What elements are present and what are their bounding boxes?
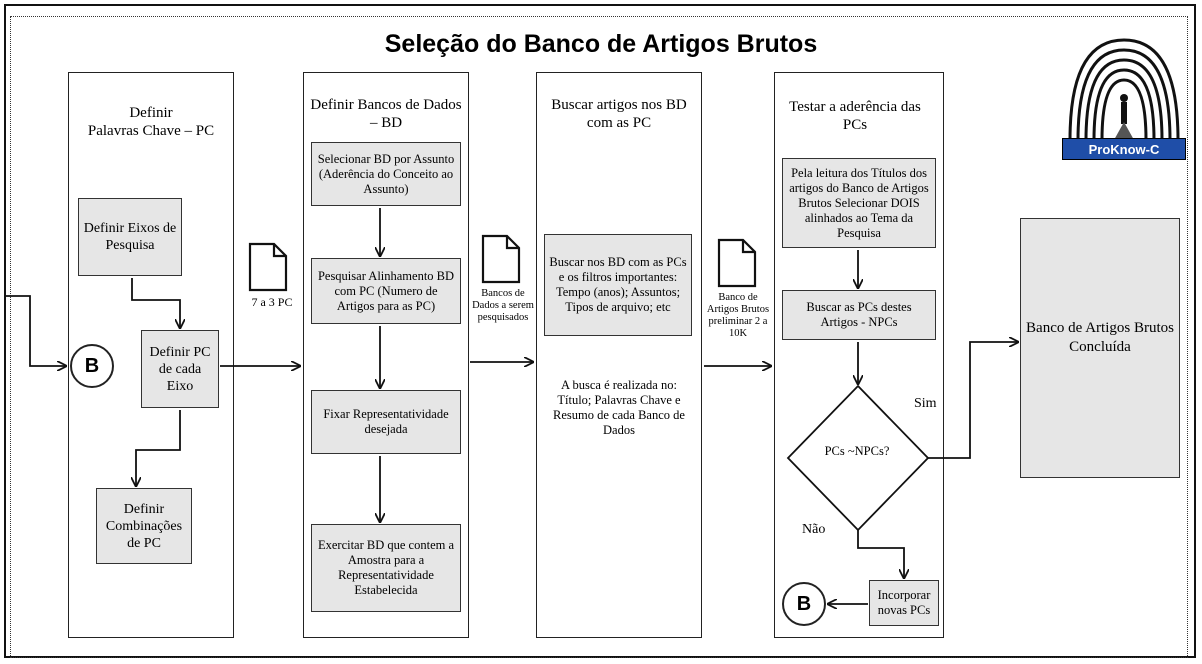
doc-label-pc: 7 a 3 PC: [251, 295, 293, 309]
box-definir-combinacoes: Definir Combinações de PC: [96, 488, 192, 564]
document-icon: [481, 234, 521, 284]
col2-header: Definir Bancos de Dados – BD: [310, 97, 462, 131]
col4-header: Testar a aderência das PCs: [789, 99, 921, 133]
col3-header: Buscar artigos nos BD com as PC: [551, 97, 687, 131]
connector-b-right: B: [782, 582, 826, 626]
box-leitura-titulos: Pela leitura dos Títulos dos artigos do …: [782, 158, 936, 248]
arches-icon: [1068, 38, 1180, 141]
arrow-pc-to-combinacoes: [136, 410, 181, 486]
label-sim: Sim: [914, 396, 937, 411]
column-buscar-artigos: [536, 72, 702, 638]
box-selecionar-bd: Selecionar BD por Assunto (Aderência do …: [311, 142, 461, 206]
box-fixar-representatividade: Fixar Representatividade desejada: [311, 390, 461, 454]
logo-label: ProKnow-C: [1062, 138, 1186, 160]
connector-b-left: B: [70, 344, 114, 388]
arrow-nao: [857, 530, 904, 578]
diamond-label: PCs ~NPCs?: [824, 444, 890, 458]
proknow-logo: ProKnow-C: [1062, 36, 1186, 160]
doc-label-bancos: Bancos de Dados a serem pesquisados: [472, 288, 534, 323]
document-icon: [717, 238, 757, 288]
label-nao: Não: [802, 522, 826, 537]
document-icon: [248, 242, 288, 292]
box-pesquisar-alinhamento: Pesquisar Alinhamento BD com PC (Numero …: [311, 258, 461, 324]
box-definir-eixos: Definir Eixos de Pesquisa: [78, 198, 182, 276]
box-exercitar-bd: Exercitar BD que contem a Amostra para a…: [311, 524, 461, 612]
decision-diamond: [786, 384, 930, 532]
inner-frame: [10, 16, 1188, 658]
box-banco-concluida: Banco de Artigos Brutos Concluída: [1020, 218, 1180, 478]
col3-note: A busca é realizada no: Título; Palavras…: [553, 378, 685, 437]
box-incorporar-pcs: Incorporar novas PCs: [869, 580, 939, 626]
arrow-eixos-to-pc: [131, 278, 180, 328]
box-buscar-pcs-artigos: Buscar as PCs destes Artigos - NPCs: [782, 290, 936, 340]
box-buscar-bd: Buscar nos BD com as PCs e os filtros im…: [544, 234, 692, 336]
box-definir-pc-eixo: Definir PC de cada Eixo: [141, 330, 219, 408]
arrow-sim: [928, 342, 1018, 459]
diagram-title: Seleção do Banco de Artigos Brutos: [384, 30, 818, 58]
entry-arrow: [4, 295, 66, 366]
col1-header: Definir Palavras Chave – PC: [87, 105, 215, 139]
doc-label-artigos-brutos: Banco de Artigos Brutos preliminar 2 a 1…: [706, 292, 770, 339]
